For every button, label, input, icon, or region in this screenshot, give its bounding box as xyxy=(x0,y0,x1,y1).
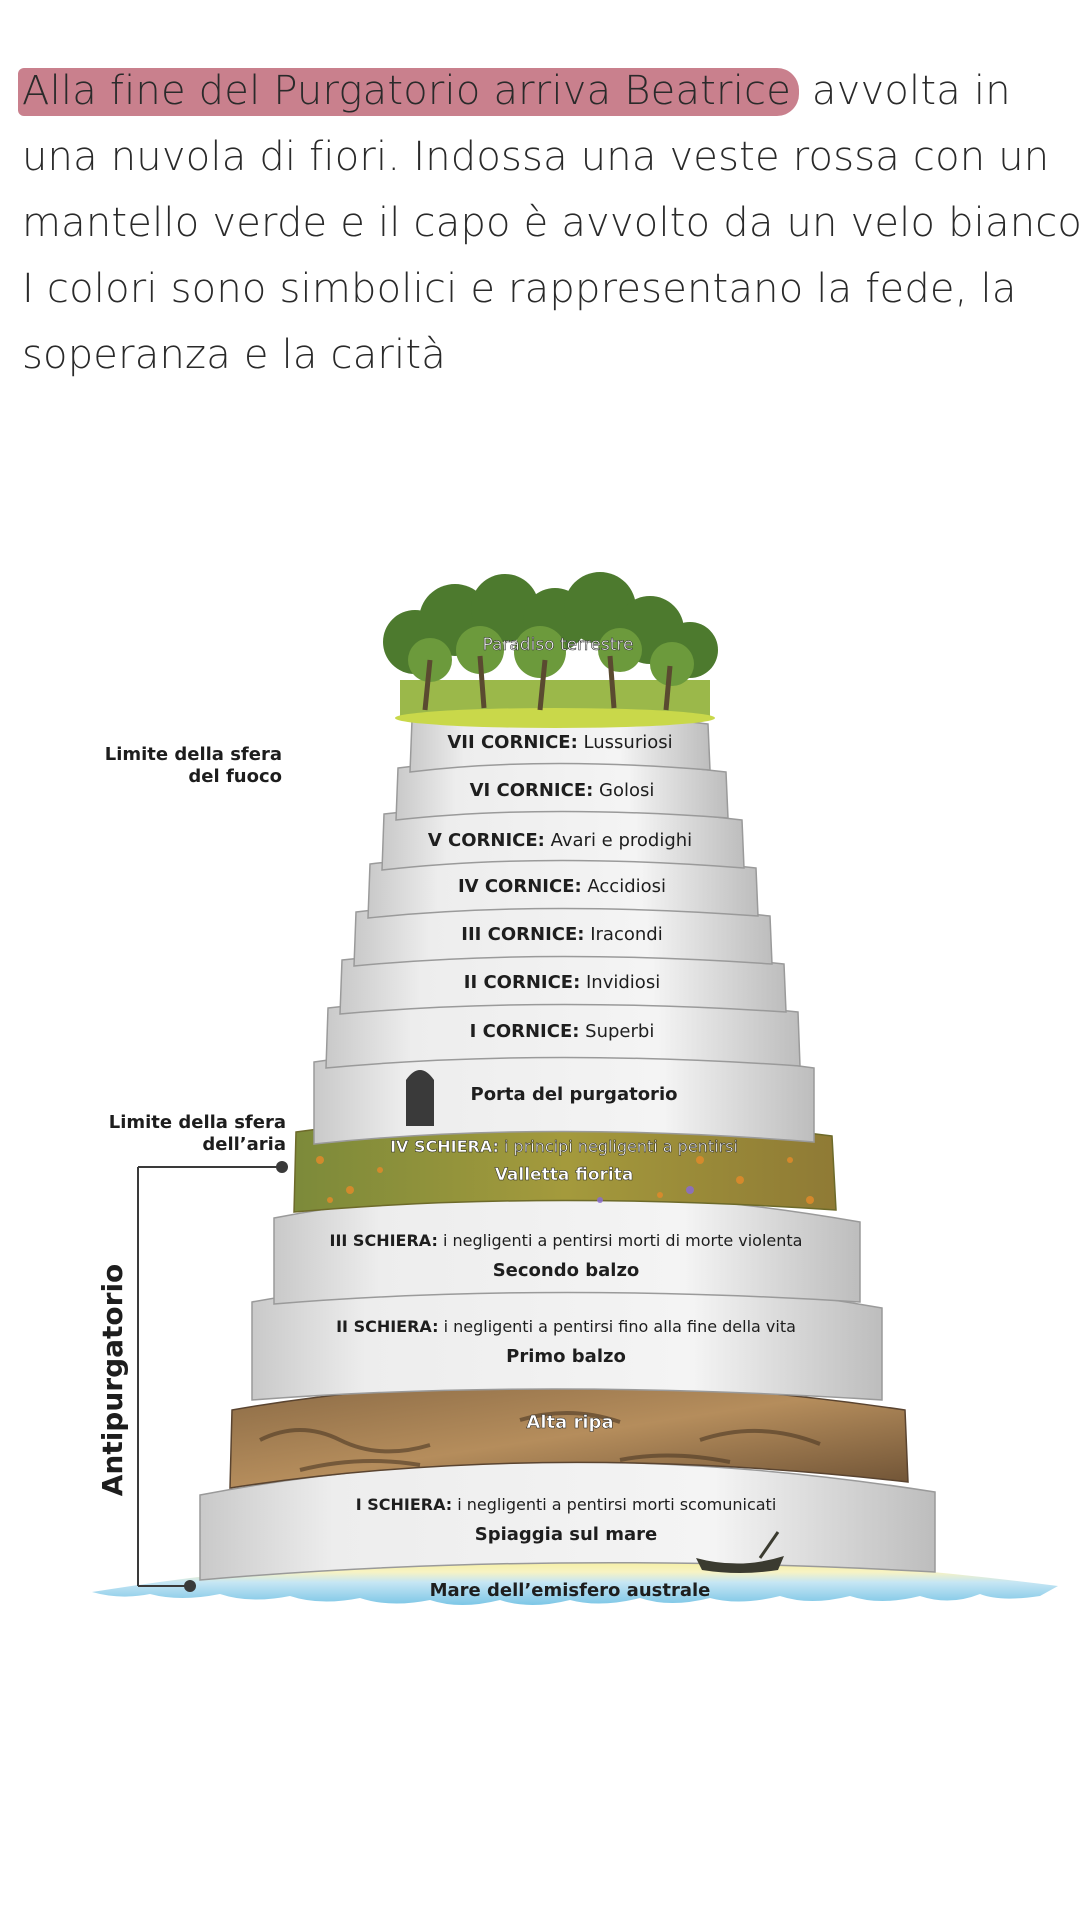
antipurgatorio-label: Antipurgatorio xyxy=(96,1264,129,1497)
porta-label: Porta del purgatorio xyxy=(471,1084,678,1105)
note-line-3: mantello verde e il capo è avvolto da un… xyxy=(22,200,1080,246)
flowers-decoration xyxy=(316,1156,814,1204)
bracket-dot-bottom xyxy=(184,1580,196,1592)
gate-icon xyxy=(406,1070,434,1126)
boat-icon xyxy=(696,1556,784,1573)
mare-label: Mare dell’emisfero australe xyxy=(430,1580,711,1601)
note-line-5: soperanza e la carità xyxy=(22,332,446,378)
schiera-3-place: Secondo balzo xyxy=(493,1260,640,1281)
note-text: avvolta in xyxy=(799,68,1011,114)
antipurgatorio-bracket xyxy=(137,1166,282,1587)
schiera-4-label: IV SCHIERA: i principi negligenti a pent… xyxy=(390,1137,738,1156)
note-line-1: Alla fine del Purgatorio arriva Beatrice… xyxy=(18,58,1062,124)
cornice-4-label: IV CORNICE: Accidiosi xyxy=(458,876,666,897)
note-line-2: una nuvola di fiori. Indossa una veste r… xyxy=(22,134,1050,180)
terrace-schiera-1 xyxy=(199,1461,936,1581)
paradiso-label: Paradiso terrestre xyxy=(483,635,634,655)
cornice-3-label: III CORNICE: Iracondi xyxy=(461,924,662,945)
cornice-1-label: I CORNICE: Superbi xyxy=(470,1021,655,1042)
schiera-1-label: I SCHIERA: i negligenti a pentirsi morti… xyxy=(356,1495,777,1514)
purgatorio-diagram: Limite della sfera del fuoco Limite dell… xyxy=(92,572,1058,1605)
alta-ripa-label: Alta ripa xyxy=(526,1412,613,1433)
limite-fuoco-line1: Limite della sfera xyxy=(105,744,282,765)
cornice-2-label: II CORNICE: Invidiosi xyxy=(464,972,660,993)
cornice-5-label: V CORNICE: Avari e prodighi xyxy=(428,830,692,851)
schiera-1-place: Spiaggia sul mare xyxy=(475,1524,657,1545)
highlighted-text: Alla fine del Purgatorio arriva Beatrice xyxy=(18,68,800,116)
limite-fuoco-line2: del fuoco xyxy=(188,766,282,787)
cornice-6-label: VI CORNICE: Golosi xyxy=(470,780,655,801)
schiera-2-label: II SCHIERA: i negligenti a pentirsi fino… xyxy=(336,1317,796,1336)
cornice-7-label: VII CORNICE: Lussuriosi xyxy=(447,732,672,753)
handwritten-note: Alla fine del Purgatorio arriva Beatrice… xyxy=(18,58,1080,388)
schiera-4-place: Valletta fiorita xyxy=(495,1165,634,1185)
schiera-2-place: Primo balzo xyxy=(506,1346,626,1367)
limite-aria-line2: dell’aria xyxy=(202,1134,286,1155)
note-line-4: I colori sono simbolici e rappresentano … xyxy=(22,266,1017,312)
schiera-3-label: III SCHIERA: i negligenti a pentirsi mor… xyxy=(330,1231,803,1250)
bracket-dot-top xyxy=(276,1161,288,1173)
limite-aria-line1: Limite della sfera xyxy=(109,1112,286,1133)
trees-decoration xyxy=(383,572,718,728)
